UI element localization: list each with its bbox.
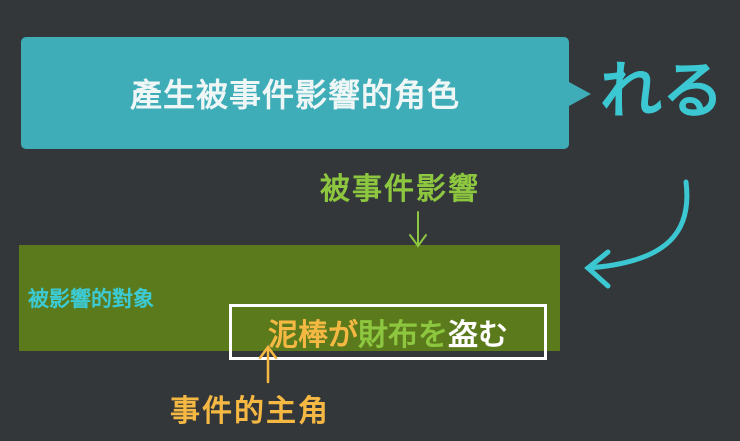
affected-target-label: 被影響的對象	[28, 287, 154, 311]
sentence-agent: 泥棒が	[268, 318, 358, 353]
affected-label: 被事件影響	[320, 172, 480, 207]
suffix-text: れる	[600, 54, 725, 127]
sentence-verb: 盗む	[448, 318, 508, 353]
curved-arrow-icon	[584, 179, 690, 289]
example-sentence: 泥棒が 財布を 盗む	[229, 304, 547, 360]
callout-box: 產生被事件影響的角色	[21, 37, 569, 149]
sentence-panel	[19, 245, 560, 351]
arrow-up-icon	[258, 344, 278, 384]
callout-tail	[569, 82, 591, 106]
arrow-down-icon	[409, 211, 427, 248]
event-protagonist-label: 事件的主角	[170, 394, 330, 429]
callout-text: 產生被事件影響的角色	[129, 76, 460, 114]
sentence-object: 財布を	[358, 318, 448, 353]
